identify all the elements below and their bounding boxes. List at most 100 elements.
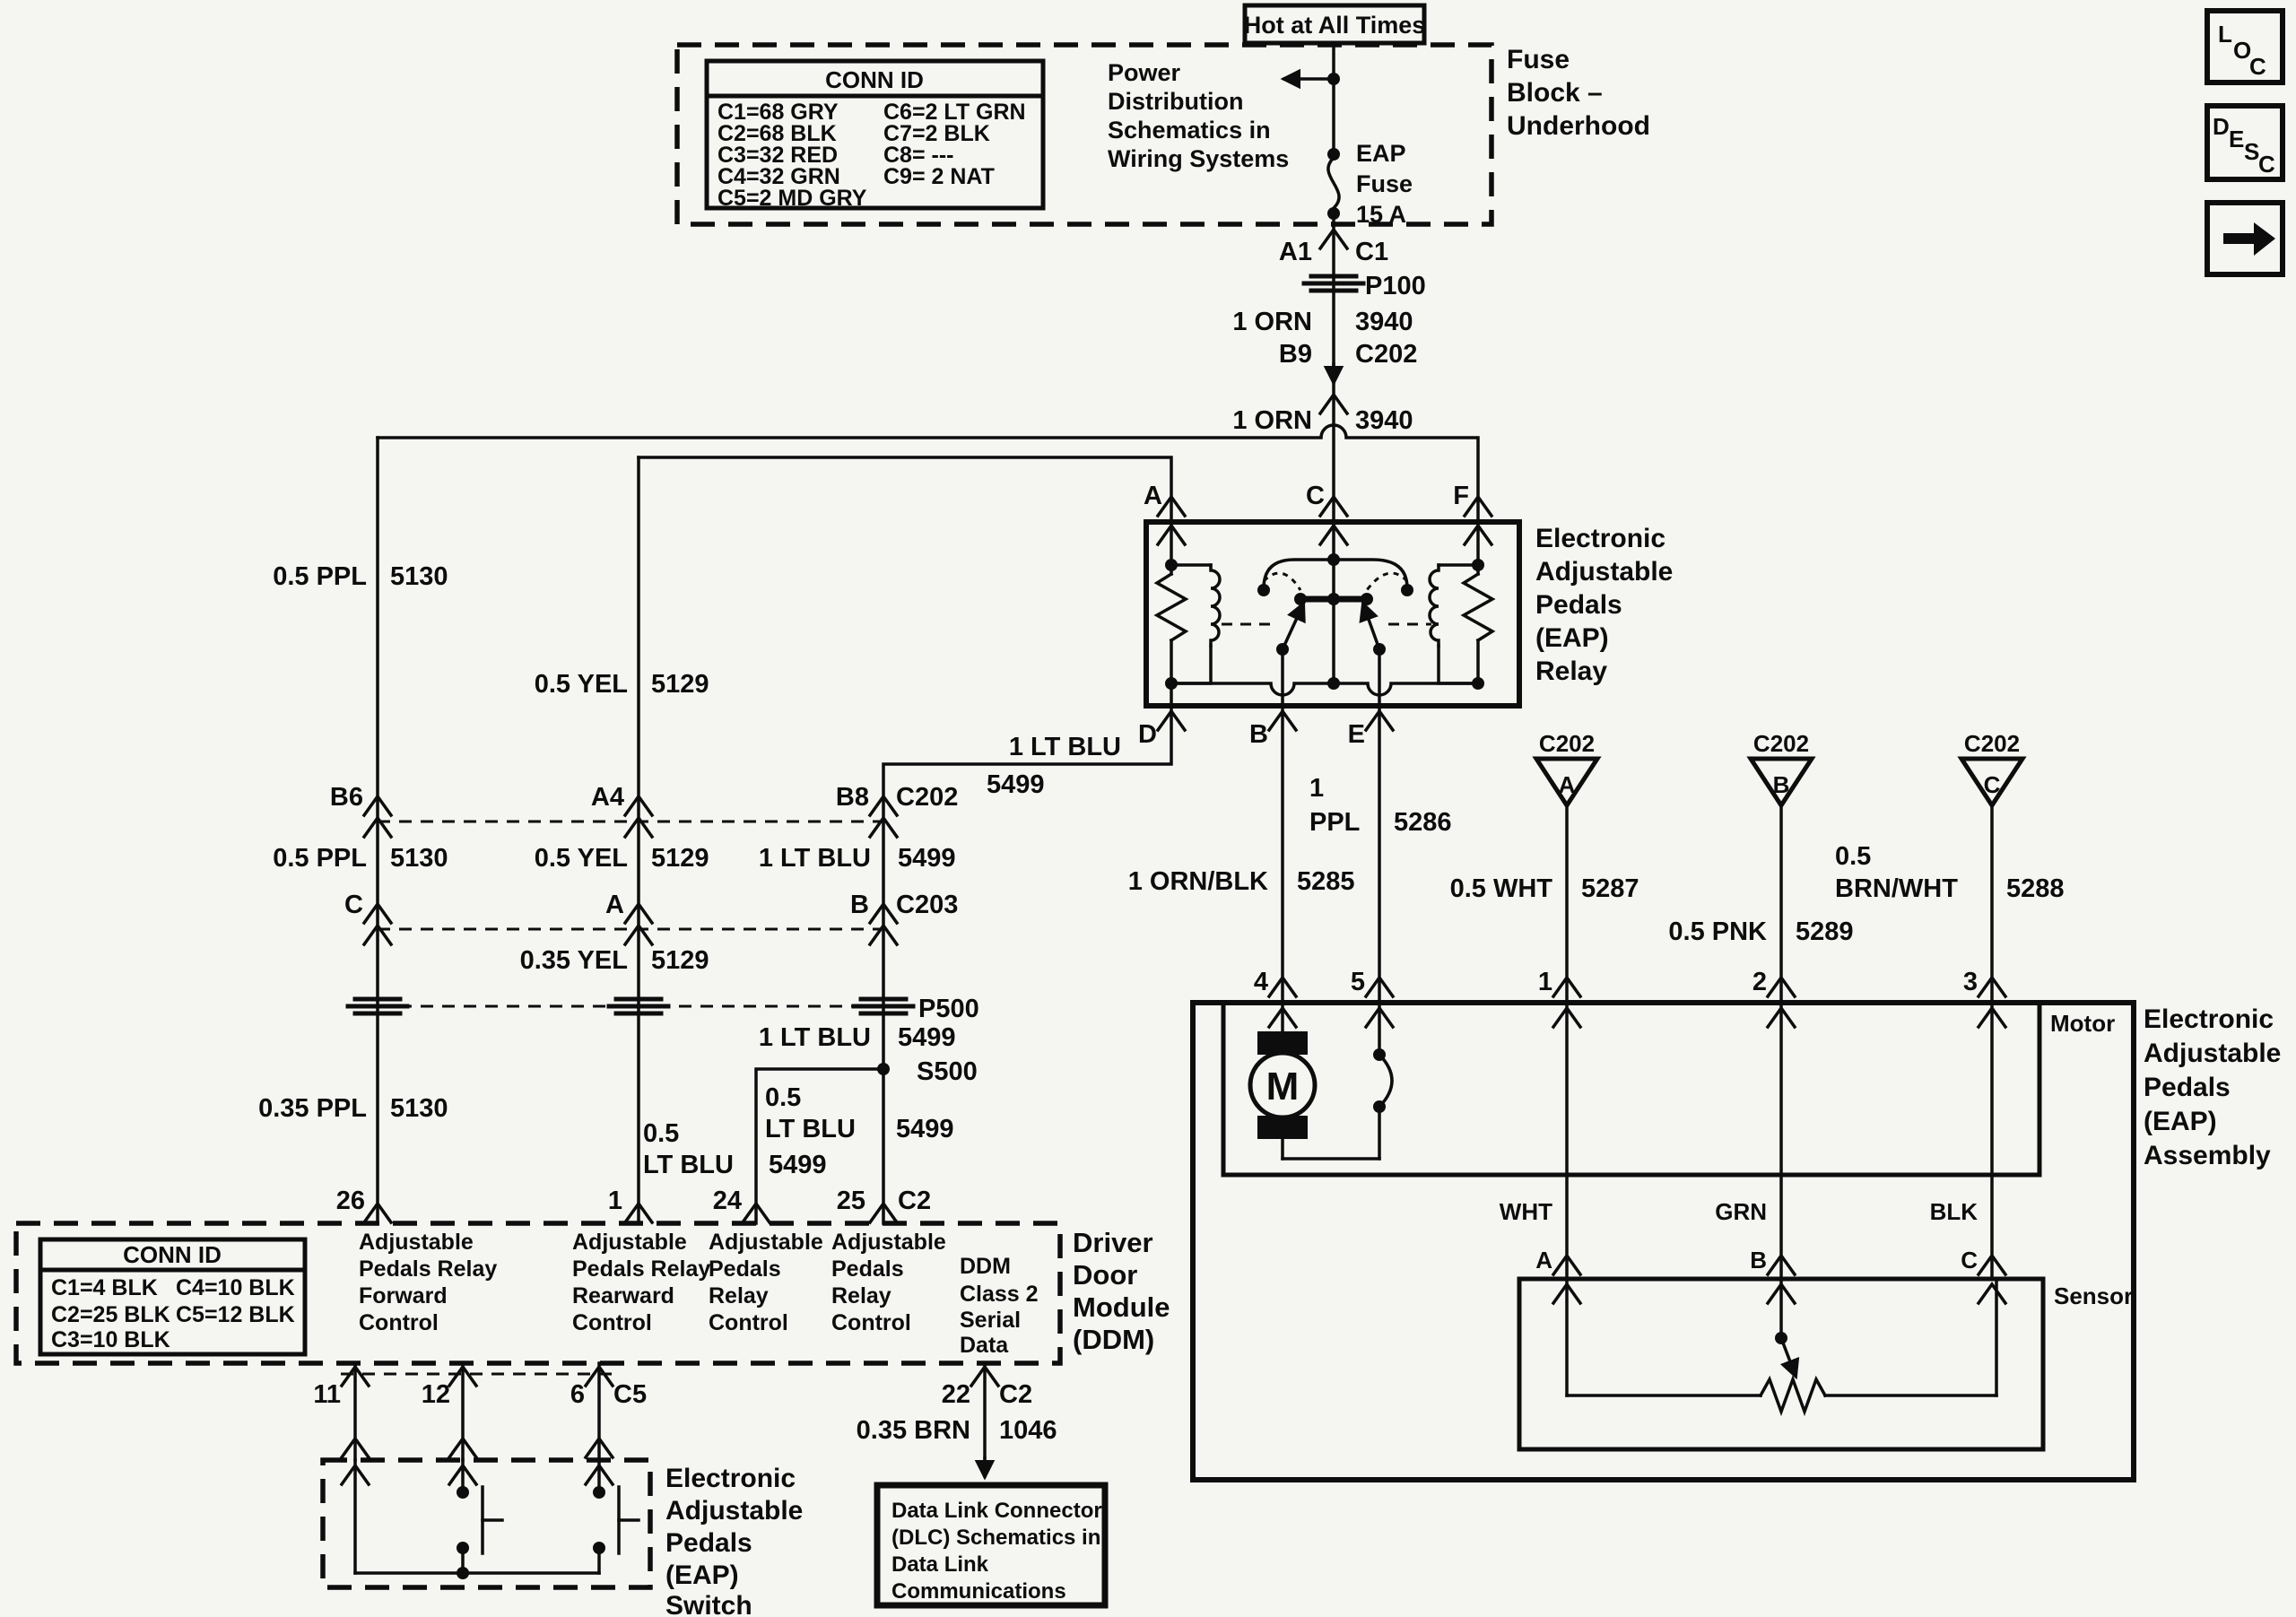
conn-id-row: C5=12 BLK	[176, 1302, 295, 1327]
pin-number: 4	[1254, 968, 1268, 996]
pin-function: Pedals Relay	[572, 1256, 710, 1282]
conn-c203: C203	[896, 891, 958, 919]
conn-id-row: C1=4 BLK	[51, 1275, 158, 1300]
wire-ltblu-5499	[882, 704, 1173, 1225]
conn-id-row: C1=68 GRY	[718, 100, 839, 125]
desc-letter: S	[2244, 138, 2259, 165]
wire-circuit: 1046	[999, 1416, 1057, 1445]
internal-wire-color: WHT	[1500, 1198, 1552, 1225]
conn-id-row: C5=2 MD GRY	[718, 186, 867, 211]
assembly-name: Assembly	[2144, 1141, 2271, 1170]
conn-c202: C202	[1539, 730, 1595, 757]
pin-number: 3	[1963, 968, 1978, 996]
relay-name: Pedals	[1535, 590, 1622, 620]
pin-number: 26	[336, 1187, 365, 1215]
wire-size: 1	[1309, 774, 1324, 803]
wire-size: 1 LT BLU	[1009, 733, 1121, 761]
assembly-name: (EAP)	[2144, 1107, 2217, 1136]
wire-circuit: 5130	[390, 562, 448, 591]
relay-coil-left	[1153, 520, 1222, 690]
c202-triangle-a: C202 A	[1532, 730, 1602, 1004]
motor-m: M	[1266, 1065, 1300, 1108]
c202-triangle-c: C202 C	[1957, 730, 2027, 1004]
conn-c202: C202	[896, 783, 958, 812]
class2-serial-wire: 22 C2 0.35 BRN 1046	[857, 1361, 1057, 1481]
sensor-potentiometer	[1565, 1277, 1998, 1417]
conn-id-row: C6=2 LT GRN	[883, 100, 1026, 125]
power-note: Distribution	[1108, 88, 1243, 115]
pin-function: Pedals Relay	[359, 1256, 497, 1282]
pin-function: Data	[960, 1333, 1009, 1358]
desc-letter: D	[2213, 113, 2230, 140]
assembly-name: Pedals	[2144, 1073, 2231, 1102]
power-distribution-arrow	[1280, 68, 1340, 90]
pin-number: 1	[608, 1187, 622, 1215]
wire-circuit: 5129	[651, 946, 709, 975]
wire-circuit: 5288	[2006, 874, 2065, 903]
wire-size: 1 ORN	[1232, 308, 1312, 336]
conn-id-row: C2=25 BLK	[51, 1302, 170, 1327]
ddm-name: (DDM)	[1073, 1324, 1154, 1355]
wire-size: PPL	[1309, 808, 1360, 837]
next-page-button[interactable]	[2205, 200, 2285, 277]
conn-id-row: C8= ---	[883, 143, 953, 168]
conn-id-row: C7=2 BLK	[883, 121, 990, 146]
ddm-switch-wires: 11 12 6 C5	[313, 1361, 647, 1462]
wire-size: 0.35 YEL	[520, 946, 628, 975]
right-arrow-icon	[2223, 222, 2275, 256]
s500-label: S500	[917, 1057, 978, 1086]
relay-name: (EAP)	[1535, 623, 1609, 653]
relay-pin: E	[1348, 720, 1365, 749]
wire-circuit: 5499	[769, 1151, 827, 1179]
desc-letter: C	[2258, 151, 2275, 178]
right-circuits: 1 ORN/BLK 5285 1 PPL 5286 C202 A C202 B …	[1128, 704, 2065, 1004]
pin-function: Control	[359, 1310, 439, 1335]
relay-pin: C	[1306, 482, 1325, 510]
motor-switch-symbol	[1373, 1001, 1394, 1161]
pin-label: A4	[591, 783, 624, 812]
pin-function: Rearward	[572, 1283, 674, 1308]
p500-connector	[854, 999, 913, 1013]
wire-size: 0.5	[1835, 842, 1871, 871]
wire-circuit: 5499	[896, 1115, 954, 1143]
sensor-label: Sensor	[2054, 1282, 2133, 1309]
eap-relay: A C F	[376, 423, 1673, 749]
loc-button[interactable]: L O C	[2205, 8, 2285, 85]
loc-letter: C	[2249, 53, 2266, 80]
c202-triangle-b: C202 B	[1746, 730, 1816, 1004]
wire-yel-to-a	[637, 456, 1173, 524]
conn-id-row: C3=32 RED	[718, 143, 838, 168]
conn-c1: C1	[1355, 238, 1388, 266]
pin-function: Control	[709, 1310, 788, 1335]
desc-button[interactable]: D E S C	[2205, 103, 2285, 182]
pin-label: B8	[836, 783, 869, 812]
pin-function: Control	[831, 1310, 911, 1335]
wire-circuit: 5289	[1796, 917, 1854, 946]
wire-size: 0.5	[643, 1119, 679, 1148]
ddm-pin-functions: Adjustable Pedals Relay Forward Control …	[359, 1230, 1039, 1358]
hot-at-all-times-label: Hot at All Times	[1244, 12, 1426, 39]
wire-size: 1 ORN/BLK	[1128, 867, 1268, 896]
power-note: Schematics in	[1108, 117, 1271, 143]
motor-label: Motor	[2050, 1010, 2115, 1037]
wire-size: 0.5	[765, 1083, 801, 1112]
wire-size: LT BLU	[643, 1151, 734, 1179]
pin-a1: A1	[1279, 238, 1312, 266]
conn-c202: C202	[1964, 730, 2020, 757]
switch-name: Adjustable	[665, 1496, 803, 1526]
sensor-pin: C	[1961, 1247, 1978, 1274]
wire-circuit: 5287	[1581, 874, 1639, 903]
pin-function: Control	[572, 1310, 652, 1335]
loc-letter: L	[2218, 21, 2232, 48]
wire-circuit: 5129	[651, 670, 709, 699]
wire-circuit: 5499	[898, 844, 956, 873]
pin-function: Relay	[709, 1283, 769, 1308]
relay-name: Adjustable	[1535, 557, 1673, 587]
p500-label: P500	[918, 995, 979, 1023]
conn-id-table-ddm: CONN ID C1=4 BLK C2=25 BLK C3=10 BLK C4=…	[38, 1237, 308, 1357]
wire-size: 0.5 YEL	[535, 670, 628, 699]
conn-c2: C2	[999, 1380, 1032, 1409]
switch-name: Switch	[665, 1591, 752, 1617]
pin-function: Adjustable	[709, 1230, 823, 1255]
